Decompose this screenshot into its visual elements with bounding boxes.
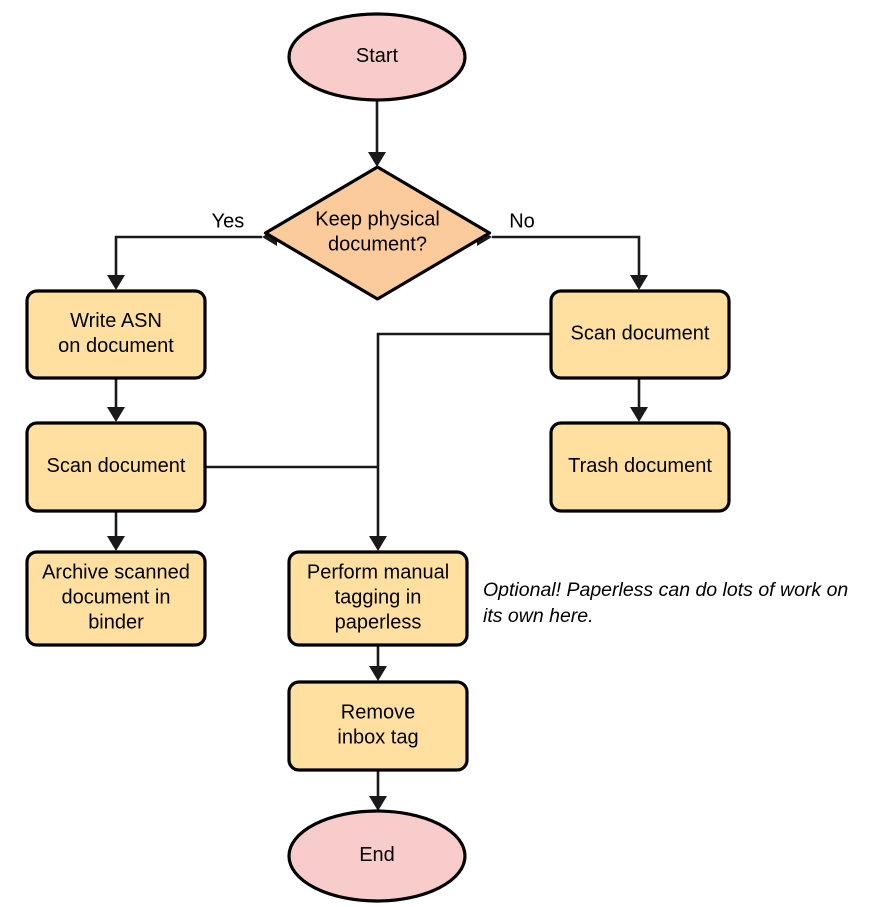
edge-scan-left-to-archive — [107, 511, 125, 551]
node-label-line: on document — [58, 335, 174, 357]
node-label-line: binder — [88, 612, 144, 634]
node-label-write-asn: Write ASN on document — [58, 310, 174, 357]
node-manual-tagging[interactable]: Perform manual tagging in paperless — [287, 550, 469, 647]
arrowhead-icon — [107, 275, 125, 290]
node-label-archive-binder: Archive scanned document in binder — [42, 562, 190, 634]
node-write-asn[interactable]: Write ASN on document — [25, 289, 207, 380]
process-shape[interactable] — [287, 680, 469, 772]
node-archive-binder[interactable]: Archive scanned document in binder — [25, 550, 207, 647]
edge-decision-to-scan-right: No — [477, 210, 648, 290]
edges-layer: Yes No — [107, 100, 648, 811]
node-label-line: Write ASN — [70, 310, 162, 332]
decision-shape[interactable] — [263, 165, 492, 301]
arrowhead-icon — [630, 407, 648, 422]
node-label-end: End — [359, 844, 395, 866]
edge-scan-right-to-trash — [630, 378, 648, 422]
edge-write-asn-to-scan-left — [107, 378, 125, 422]
node-label-line: Perform manual — [307, 562, 449, 584]
node-label-manual-tagging: Perform manual tagging in paperless — [307, 562, 449, 634]
process-shape[interactable] — [25, 289, 207, 380]
node-label-line: Trash document — [568, 455, 712, 477]
annotations-layer: Optional! Paperless can do lots of work … — [483, 579, 848, 627]
node-label-line: document? — [328, 234, 427, 256]
node-label-decision-keep-physical: Keep physical document? — [315, 209, 440, 256]
node-label-trash-document: Trash document — [568, 455, 712, 477]
arrowhead-icon — [630, 275, 648, 290]
node-label-line: Keep physical — [315, 209, 440, 231]
arrowhead-icon — [369, 796, 387, 811]
node-label-remove-inbox-tag: Remove inbox tag — [337, 702, 418, 749]
edge-manual-tagging-to-remove-inbox — [369, 645, 387, 681]
node-label-line: Scan document — [47, 455, 186, 477]
annotation-line: its own here. — [483, 605, 594, 627]
terminator-shape[interactable] — [287, 12, 467, 102]
process-shape[interactable] — [287, 550, 469, 647]
annotation-line: Optional! Paperless can do lots of work … — [483, 579, 848, 601]
edge-path — [492, 235, 641, 283]
node-end[interactable]: End — [287, 809, 467, 903]
annotation-optional-note: Optional! Paperless can do lots of work … — [483, 579, 848, 627]
edge-label-decision-to-scan-right: No — [509, 210, 535, 232]
arrowhead-icon — [369, 666, 387, 681]
edge-scan-right-to-manual-tagging — [369, 332, 551, 551]
edge-decision-to-write-asn: Yes — [107, 210, 277, 290]
process-shape[interactable] — [25, 421, 207, 513]
node-label-scan-document-right: Scan document — [571, 323, 710, 345]
node-start[interactable]: Start — [287, 12, 467, 102]
edge-remove-inbox-to-end — [369, 770, 387, 811]
node-label-line: document in — [62, 587, 171, 609]
node-label-scan-document-left: Scan document — [47, 455, 186, 477]
node-label-line: tagging in — [335, 587, 422, 609]
node-label-line: Archive scanned — [42, 562, 190, 584]
node-label-start: Start — [356, 45, 399, 67]
process-shape[interactable] — [25, 550, 207, 647]
edge-path — [114, 235, 262, 283]
terminator-shape[interactable] — [287, 809, 467, 903]
node-scan-document-right[interactable]: Scan document — [549, 289, 731, 380]
edge-label-decision-to-write-asn: Yes — [212, 210, 245, 232]
node-scan-document-left[interactable]: Scan document — [25, 421, 207, 513]
arrowhead-icon — [107, 536, 125, 551]
arrowhead-icon — [368, 152, 386, 167]
node-label-line: End — [359, 844, 395, 866]
arrowhead-icon — [369, 536, 387, 551]
edge-path — [376, 332, 551, 545]
node-label-line: paperless — [335, 612, 422, 634]
node-decision-keep-physical[interactable]: Keep physical document? — [263, 165, 492, 301]
node-label-line: Scan document — [571, 323, 710, 345]
node-remove-inbox-tag[interactable]: Remove inbox tag — [287, 680, 469, 772]
edge-start-to-decision — [368, 100, 386, 167]
process-shape[interactable] — [549, 289, 731, 380]
process-shape[interactable] — [549, 421, 731, 513]
node-trash-document[interactable]: Trash document — [549, 421, 731, 513]
node-label-line: Start — [356, 45, 399, 67]
node-label-line: Remove — [341, 702, 415, 724]
arrowhead-icon — [107, 407, 125, 422]
node-label-line: inbox tag — [337, 727, 418, 749]
